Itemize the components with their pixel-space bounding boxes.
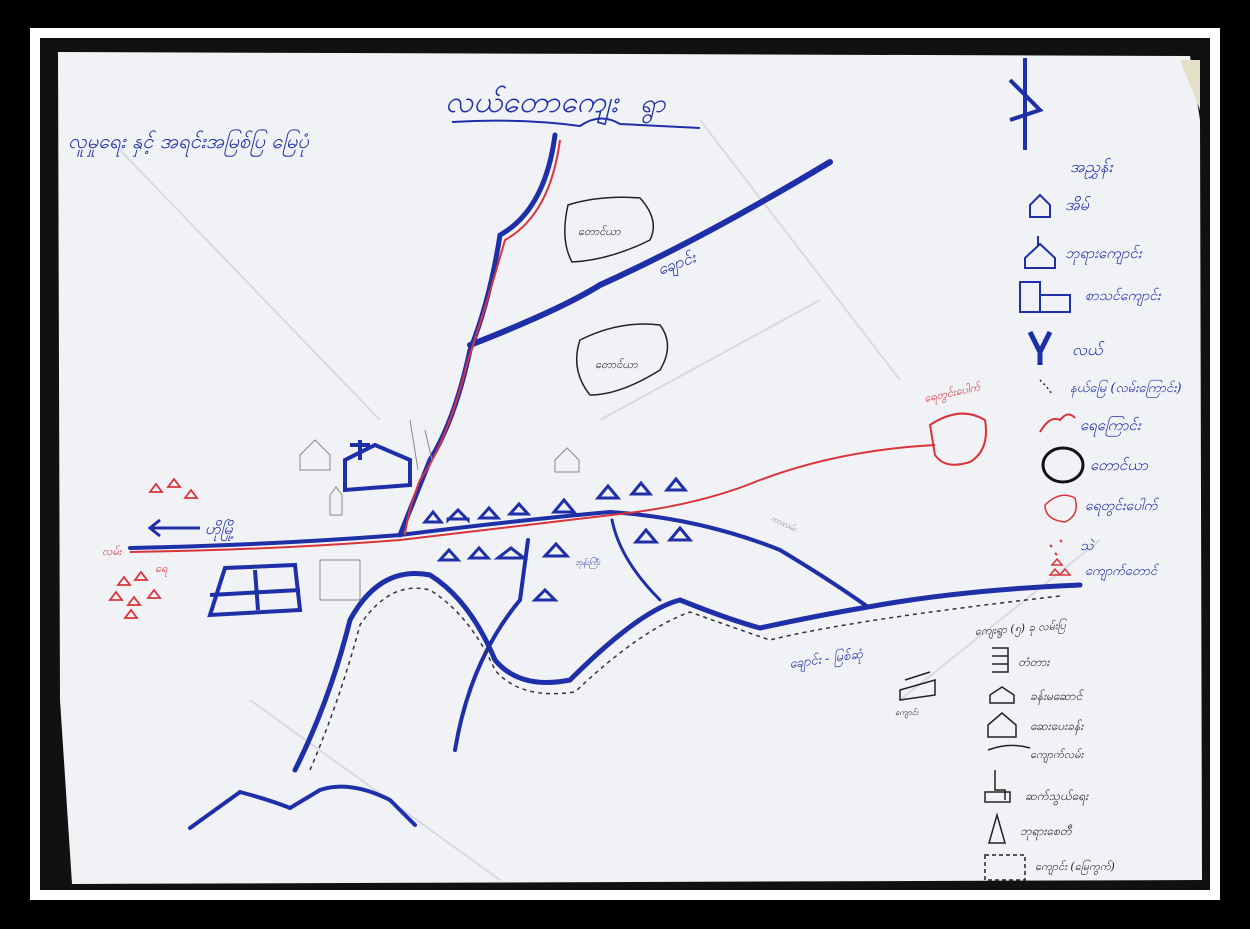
title-underline <box>451 117 701 129</box>
legend-lower-3-label: ကျောက်လမ်း <box>1030 748 1084 763</box>
dotted-boundary <box>309 587 1061 771</box>
river-east <box>865 582 1083 610</box>
legend-item-0-label: အညွှန်း <box>1070 157 1113 180</box>
oval-icon <box>1041 446 1085 484</box>
legend-item-7-label: တောင်ယာ <box>1090 456 1149 474</box>
road-left-label: လမ်း <box>102 545 123 558</box>
legend-lower-2-label: ဆေးပေးခန်း <box>1030 719 1084 736</box>
dots-icon <box>1049 539 1063 556</box>
legend-lower-0-label: တံတား <box>1018 655 1050 669</box>
waterways <box>128 132 1083 830</box>
road-line-icon <box>987 744 1031 751</box>
paper-creases <box>119 119 1101 881</box>
hall-icon <box>989 686 1015 704</box>
upland-field-middle <box>575 323 669 396</box>
school-icon <box>1019 281 1071 313</box>
map-subtitle: လူမှုရေး နှင့် အရင်းအမြစ်ပြ မြေပုံ <box>68 129 309 157</box>
pond-blob <box>928 412 987 466</box>
mountain-ridge <box>188 784 417 830</box>
paper-corner <box>1180 60 1200 110</box>
legend-lower-6-label: ကျောင်း (မြေကွက်) <box>1035 859 1115 875</box>
north-arrow-icon <box>1008 58 1044 150</box>
clinic-icon <box>987 712 1017 738</box>
red-line-icon <box>1039 413 1076 433</box>
to-town-arrow-icon <box>147 518 200 538</box>
map-title-suffix: ရွာ <box>640 89 667 124</box>
legend-item-9-label: သဲ <box>1080 538 1095 554</box>
legend-item-8-label: ရေတွင်းပေါက် <box>1085 497 1160 517</box>
red-houses-left <box>108 477 199 619</box>
legend-item-4-label: လယ် <box>1072 340 1105 359</box>
pagoda-icon <box>988 812 1006 844</box>
stream-branch <box>610 518 662 602</box>
legend-lower-1-label: ခန်းမဆောင် <box>1030 689 1085 706</box>
church-building <box>343 440 412 493</box>
legend-item-5-label: နယ်မြေ (လမ်းကြောင်း) <box>1070 379 1182 398</box>
houses-lower-row <box>436 525 694 602</box>
legend-lower-4-label: ဆက်သွယ်ရေး <box>1025 789 1089 806</box>
y-icon <box>1027 330 1053 365</box>
pencil-sketches <box>299 419 580 601</box>
legend-item-6-label: ရေကြောင်း <box>1080 416 1142 437</box>
red-houses-icon <box>1048 557 1072 576</box>
to-town-label: ဟိုမြို့ <box>205 519 235 542</box>
upland-field-north <box>564 196 655 263</box>
ladder-icon <box>992 647 1009 673</box>
building-label: ကျောင်း <box>895 707 919 719</box>
houses-upper-row <box>421 476 689 524</box>
house-icon <box>1029 193 1051 218</box>
legend-item-10-label: ကျောက်တောင် <box>1085 563 1160 581</box>
upland-field-north-label: တောင်ယာ <box>578 225 621 238</box>
legend: အညွှန်း အိမ် ဘုရားကျောင်း စာသင်ကျောင်း လ… <box>974 157 1182 881</box>
legend-item-2-label: ဘုရားကျောင်း <box>1065 244 1143 265</box>
dotted-path-icon <box>1039 379 1053 395</box>
road-left2-label: ရေ <box>155 562 168 577</box>
tower-icon <box>984 770 1011 803</box>
small-hall-icon <box>899 671 936 701</box>
dashed-box-icon <box>984 854 1026 881</box>
legend-item-1-label: အိမ် <box>1065 195 1091 214</box>
red-paths <box>129 139 936 553</box>
church-icon <box>1024 236 1056 269</box>
main-road-blue <box>128 509 870 609</box>
stream-middle <box>453 538 530 752</box>
stream-northeast <box>467 159 833 348</box>
upland-field-middle-label: တောင်ယာ <box>595 358 638 371</box>
red-blob-icon <box>1044 494 1077 523</box>
legend-item-3-label: စာသင်ကျောင်း <box>1085 287 1162 307</box>
school-building <box>207 562 303 618</box>
river-south <box>292 571 871 773</box>
legend-lower-5-label: ဘုရားစေတီ <box>1020 824 1073 841</box>
monastery-label: ဘုန်းကြီး <box>575 557 601 569</box>
